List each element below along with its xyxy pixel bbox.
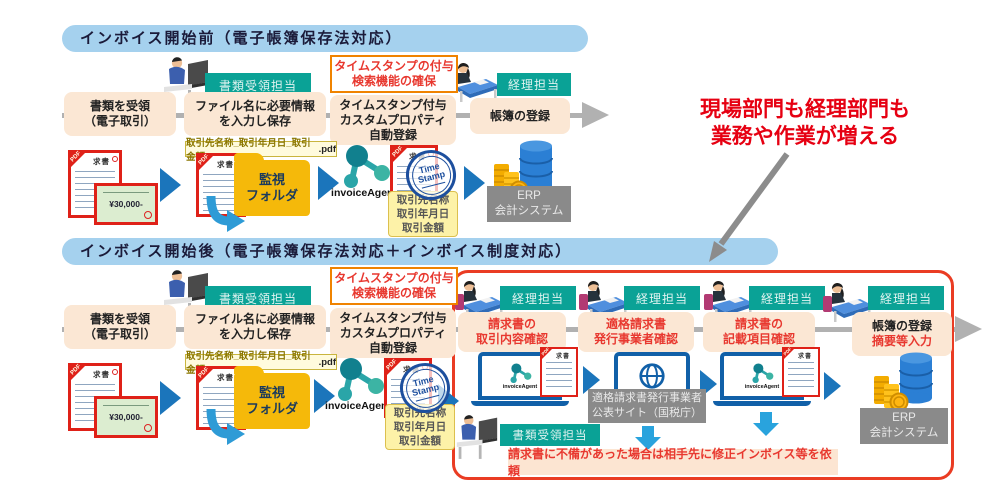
accounting-worker-icon xyxy=(823,282,872,322)
seal-icon xyxy=(112,156,118,162)
section-before-title: インボイス開始前（電子帳簿保存法対応） xyxy=(62,25,588,52)
filename-ext: .pdf xyxy=(318,143,336,155)
step-ledger-register: 帳簿の登録 xyxy=(470,98,570,134)
invoice-agent-logo-icon xyxy=(338,358,384,401)
flow-arrow-icon xyxy=(582,102,609,128)
pdf-ribbon-icon xyxy=(196,366,216,386)
check-listed-items: 請求書の 記載項目確認 xyxy=(703,312,815,352)
role-label-receiver: 書類受領担当 xyxy=(500,424,600,446)
erp-system-label: ERP 会計システム xyxy=(487,186,571,222)
invoice-agent-label: invoiceAgent xyxy=(331,187,397,199)
monitoring-folder-icon: 監視 フォルダ xyxy=(234,366,310,429)
invoice-check-group-outline xyxy=(452,270,954,480)
drop-to-folder-arrow-icon xyxy=(206,195,245,232)
next-arrow-icon xyxy=(464,166,485,200)
step-timestamp-register: タイムスタンプ付与 カスタムプロパティ 自動登録 xyxy=(330,95,456,145)
gov-site-label: 適格請求書発行事業者 公表サイト（国税庁） xyxy=(588,389,706,423)
erp-system-icons xyxy=(874,352,933,412)
step-filename-save: ファイル名に必要情報 を入力し保存 xyxy=(184,305,326,349)
next-arrow-icon xyxy=(318,166,339,200)
filename-base: 取引先名称_取引年月日_取引金額 xyxy=(186,138,311,163)
erp-system-label: ERP 会計システム xyxy=(860,408,948,444)
step-receive-documents: 書類を受領 （電子取引） xyxy=(64,92,176,136)
next-arrow-icon xyxy=(160,168,181,202)
invoice-agent-label: invoiceAgent xyxy=(744,383,780,390)
seal-icon xyxy=(144,424,152,432)
next-arrow-icon xyxy=(314,379,335,413)
check-ledger-register: 帳簿の登録 摘要等入力 xyxy=(852,312,952,356)
summary-input-line: 摘要等入力 xyxy=(871,334,932,348)
pdf-ribbon-icon xyxy=(196,153,216,173)
receipt-document-icon: ¥30,000- xyxy=(94,183,158,225)
pdf-ribbon-icon xyxy=(390,145,410,165)
invoice-pdf-document-icon: PDF 求書 xyxy=(540,347,578,397)
timestamp-highlight-box: タイムスタンプの付与 検索機能の確保 xyxy=(330,267,458,305)
section-after-title: インボイス開始後（電子帳簿保存法対応＋インボイス制度対応） xyxy=(62,238,778,265)
role-label-accounting: 経理担当 xyxy=(497,73,571,96)
check-transaction-content: 請求書の 取引内容確認 xyxy=(458,312,566,352)
receipt-document-icon: ¥30,000- xyxy=(94,396,158,438)
drop-to-folder-arrow-icon xyxy=(206,408,245,445)
ledger-register-line: 帳簿の登録 xyxy=(871,319,932,333)
step-receive-documents: 書類を受領 （電子取引） xyxy=(64,305,176,349)
seal-icon xyxy=(112,369,118,375)
pdf-ribbon-icon xyxy=(68,150,88,170)
invoice-agent-logo-icon xyxy=(344,145,390,188)
document-receiver-worker-icon xyxy=(164,270,208,318)
filename-base: 取引先名称_取引年月日_取引金額 xyxy=(186,351,311,376)
seal-icon xyxy=(144,211,152,219)
next-arrow-icon xyxy=(824,372,841,400)
document-lines xyxy=(546,362,572,392)
check-qualified-issuer: 適格請求書 発行事業者確認 xyxy=(578,312,694,352)
role-label-accounting: 経理担当 xyxy=(624,286,700,310)
next-arrow-icon xyxy=(583,366,600,394)
annotation-arrow-icon xyxy=(709,152,790,262)
step-filename-save: ファイル名に必要情報 を入力し保存 xyxy=(184,92,326,136)
invoice-pdf-document-icon: PDF 求書 xyxy=(782,347,820,397)
invoice-agent-logo-icon xyxy=(752,362,774,383)
down-arrow-icon xyxy=(752,412,780,436)
invoice-agent-label: invoiceAgent xyxy=(325,400,391,412)
role-label-accounting: 経理担当 xyxy=(868,286,944,310)
flow-arrow-icon xyxy=(955,316,982,342)
invoice-agent-label: invoiceAgent xyxy=(502,383,538,390)
pdf-ribbon-icon xyxy=(782,347,796,361)
invoice-agent-logo-icon xyxy=(510,362,532,383)
filename-ext: .pdf xyxy=(318,356,336,368)
role-label-accounting: 経理担当 xyxy=(749,286,825,310)
globe-icon xyxy=(639,363,665,389)
pdf-ribbon-icon xyxy=(540,347,554,361)
step-timestamp-register: タイムスタンプ付与 カスタムプロパティ 自動登録 xyxy=(330,308,456,358)
document-receiver-worker-icon xyxy=(164,57,208,105)
defect-note: 請求書に不備があった場合は相手先に修正インボイス等を依頼 xyxy=(508,447,838,478)
pdf-ribbon-icon xyxy=(384,358,404,378)
monitoring-folder-icon: 監視 フォルダ xyxy=(234,153,310,216)
document-lines xyxy=(788,362,814,392)
timestamp-highlight-box: タイムスタンプの付与 検索機能の確保 xyxy=(330,55,458,93)
next-arrow-icon xyxy=(160,381,181,415)
role-label-accounting: 経理担当 xyxy=(500,286,576,310)
annotation-text: 現場部門も経理部門も 業務や作業が増える xyxy=(700,98,910,148)
document-receiver-worker-icon xyxy=(456,415,498,459)
pdf-ribbon-icon xyxy=(68,363,88,383)
